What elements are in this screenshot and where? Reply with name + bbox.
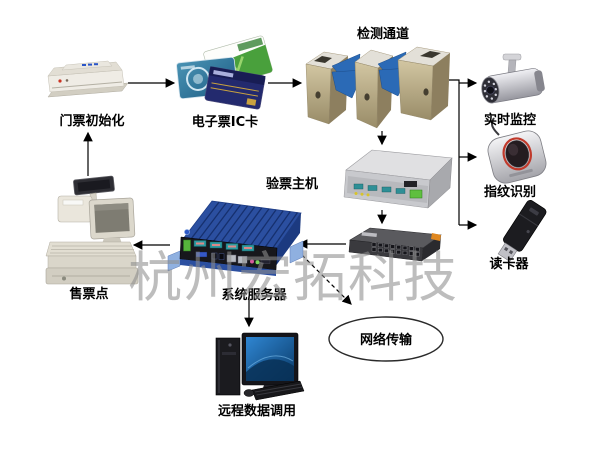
label-live-monitor: 实时监控 <box>484 112 536 128</box>
cctv-camera-image <box>481 53 545 104</box>
label-remote-data: 远程数据调用 <box>218 403 296 419</box>
system-server-image <box>167 200 304 276</box>
label-system-server: 系统服务器 <box>221 287 287 303</box>
led-indicator <box>58 79 62 83</box>
node-labels: 门票初始化 电子票IC卡 检测通道 实时监控 指纹识别 读卡器 验票主机 售票点… <box>59 26 536 419</box>
fingerprint-reader-image <box>487 117 547 184</box>
label-fingerprint: 指纹识别 <box>484 184 536 200</box>
label-ticket-init: 门票初始化 <box>59 113 124 129</box>
network-switch-image <box>348 227 442 262</box>
label-ticket-office: 售票点 <box>69 286 108 302</box>
watermark-text: 杭州宏拓科技 <box>128 246 458 309</box>
label-gate-channel: 检测通道 <box>357 26 409 42</box>
desktop-computer-image <box>215 332 305 401</box>
label-check-host: 验票主机 <box>266 176 318 192</box>
network-ellipse: 网络传输 <box>328 316 444 362</box>
ic-cards-image <box>176 35 273 110</box>
usb-card-reader-image <box>497 200 547 262</box>
connector-arrows <box>83 78 478 328</box>
label-ic-card: 电子票IC卡 <box>192 114 258 130</box>
arrow-server-to-network-dashed <box>296 249 352 305</box>
pos-terminal-image <box>45 175 139 285</box>
line-gate-branch-trunk <box>449 79 460 225</box>
ticket-check-host-image <box>343 149 453 209</box>
label-card-reader: 读卡器 <box>489 256 529 272</box>
ticket-initializer-image <box>47 60 129 98</box>
label-network-transfer: 网络传输 <box>360 332 413 348</box>
turnstile-gates-image <box>305 46 451 129</box>
